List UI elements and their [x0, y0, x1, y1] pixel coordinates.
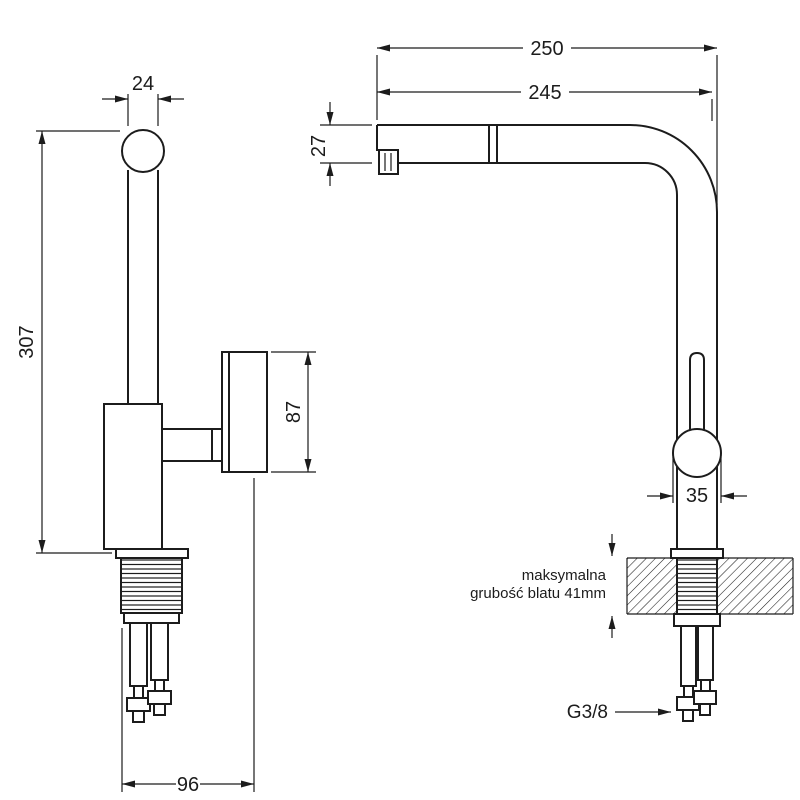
dimension-spout-reach: 245 — [377, 82, 713, 121]
side-view-faucet-body — [103, 129, 268, 723]
spout-outer-contour — [377, 124, 718, 549]
aerator-detail — [384, 153, 392, 171]
base-flange-front — [670, 548, 724, 559]
countertop-hatch-right — [717, 558, 793, 614]
countertop-thickness-note: maksymalna grubość blatu 41mm — [470, 534, 616, 638]
threaded-shank — [120, 557, 183, 614]
lever-handle — [689, 351, 705, 432]
countertop-outline — [626, 557, 794, 615]
counter-note-line1: maksymalna — [522, 567, 607, 584]
dimension-total-height: 307 — [16, 130, 120, 554]
spout-inner-contour — [398, 162, 678, 549]
thread-size-label: G3/8 — [567, 702, 608, 723]
side-view: 24 307 87 96 — [16, 73, 316, 796]
base-flange — [115, 548, 189, 559]
aerator — [378, 149, 399, 175]
dim-label-87: 87 — [283, 401, 305, 423]
head-connector — [162, 428, 222, 462]
pullout-seam — [488, 125, 498, 163]
dim-label-35: 35 — [686, 485, 708, 507]
supply-hoses-front — [676, 625, 717, 722]
countertop-hatch-left — [627, 558, 677, 614]
dimension-top-width: 24 — [102, 73, 184, 126]
front-view: 250 245 27 35 maksymalna grub — [308, 38, 794, 723]
dimension-base-depth: 96 — [121, 478, 255, 796]
dim-label-27: 27 — [308, 135, 330, 157]
dimension-spout-height: 27 — [308, 102, 372, 186]
handle-ball — [672, 428, 722, 478]
dim-label-96: 96 — [177, 774, 199, 796]
front-view-faucet-body — [376, 124, 794, 722]
thread-connection-label: G3/8 — [567, 702, 671, 723]
dimension-overall-depth: 250 — [376, 38, 718, 205]
dim-label-245: 245 — [528, 82, 561, 104]
mounting-nut-front — [673, 613, 721, 627]
threaded-shank-front — [676, 557, 718, 615]
dimension-handle-diameter: 35 — [647, 457, 747, 507]
mounting-nut — [123, 612, 180, 624]
supply-hoses — [126, 622, 172, 723]
dim-label-250: 250 — [530, 38, 563, 60]
dimension-head-height: 87 — [271, 351, 316, 473]
countertop-section — [626, 557, 794, 615]
dim-label-307: 307 — [16, 325, 38, 358]
dim-label-24: 24 — [132, 73, 154, 95]
counter-note-line2: grubość blatu 41mm — [470, 585, 606, 602]
lower-body — [103, 403, 163, 550]
riser-pipe — [127, 170, 159, 404]
spout-ball-top — [121, 129, 165, 173]
